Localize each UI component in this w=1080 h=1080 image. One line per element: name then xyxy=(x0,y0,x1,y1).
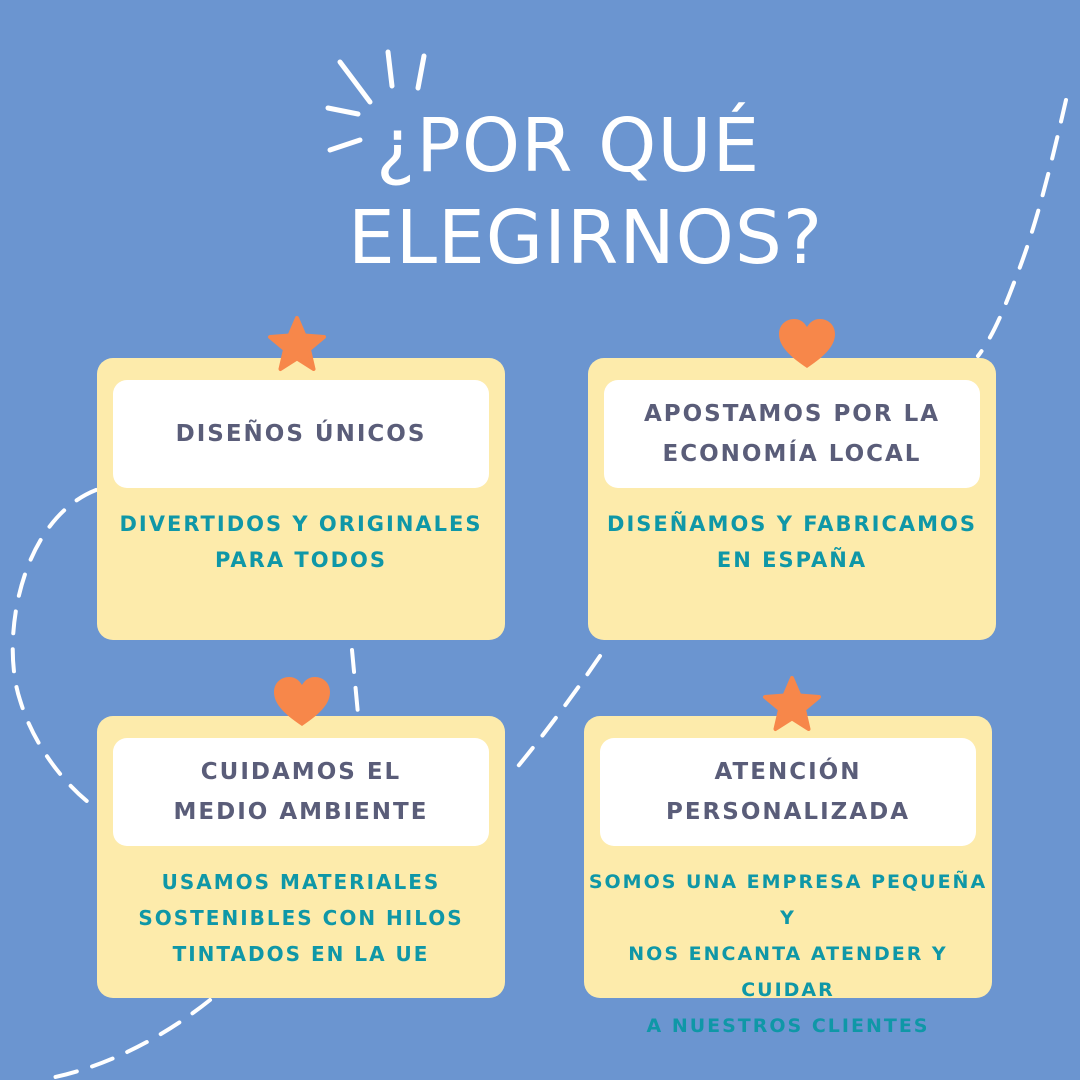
card-heading: APOSTAMOS POR LA ECONOMÍA LOCAL xyxy=(643,401,941,467)
card-heading: ATENCIÓN PERSONALIZADA xyxy=(665,759,911,825)
star-icon xyxy=(763,676,821,731)
card-heading: CUIDAMOS EL MEDIO AMBIENTE xyxy=(173,759,429,825)
card-header: CUIDAMOS EL MEDIO AMBIENTE xyxy=(113,738,489,846)
feature-card-personal-attention: ATENCIÓN PERSONALIZADA SOMOS UNA EMPRESA… xyxy=(584,716,992,1037)
title-line-2: ELEGIRNOS? xyxy=(348,195,824,281)
card-header: DISEÑOS ÚNICOS xyxy=(113,380,489,488)
card-description: DIVERTIDOS Y ORIGINALES PARA TODOS xyxy=(119,512,483,572)
page-title: ¿POR QUÉ ELEGIRNOS? xyxy=(300,100,824,284)
card-description: DISEÑAMOS Y FABRICAMOS EN ESPAÑA xyxy=(607,512,977,572)
star-icon xyxy=(268,316,326,371)
card-description: SOMOS UNA EMPRESA PEQUEÑA Y NOS ENCANTA … xyxy=(588,871,988,1037)
heart-icon xyxy=(274,677,330,726)
sparkle-lines-decoration xyxy=(325,49,427,153)
heart-icon xyxy=(779,319,835,368)
title-line-1: ¿POR QUÉ xyxy=(376,103,761,189)
feature-card-local-economy: APOSTAMOS POR LA ECONOMÍA LOCAL DISEÑAMO… xyxy=(588,358,996,640)
card-header: APOSTAMOS POR LA ECONOMÍA LOCAL xyxy=(604,380,980,488)
feature-card-unique-designs: DISEÑOS ÚNICOS DIVERTIDOS Y ORIGINALES P… xyxy=(97,358,505,640)
feature-card-environment: CUIDAMOS EL MEDIO AMBIENTE USAMOS MATERI… xyxy=(97,716,505,998)
card-heading: DISEÑOS ÚNICOS xyxy=(175,421,427,447)
card-header: ATENCIÓN PERSONALIZADA xyxy=(600,738,976,846)
card-description: USAMOS MATERIALES SOSTENIBLES CON HILOS … xyxy=(138,870,464,966)
